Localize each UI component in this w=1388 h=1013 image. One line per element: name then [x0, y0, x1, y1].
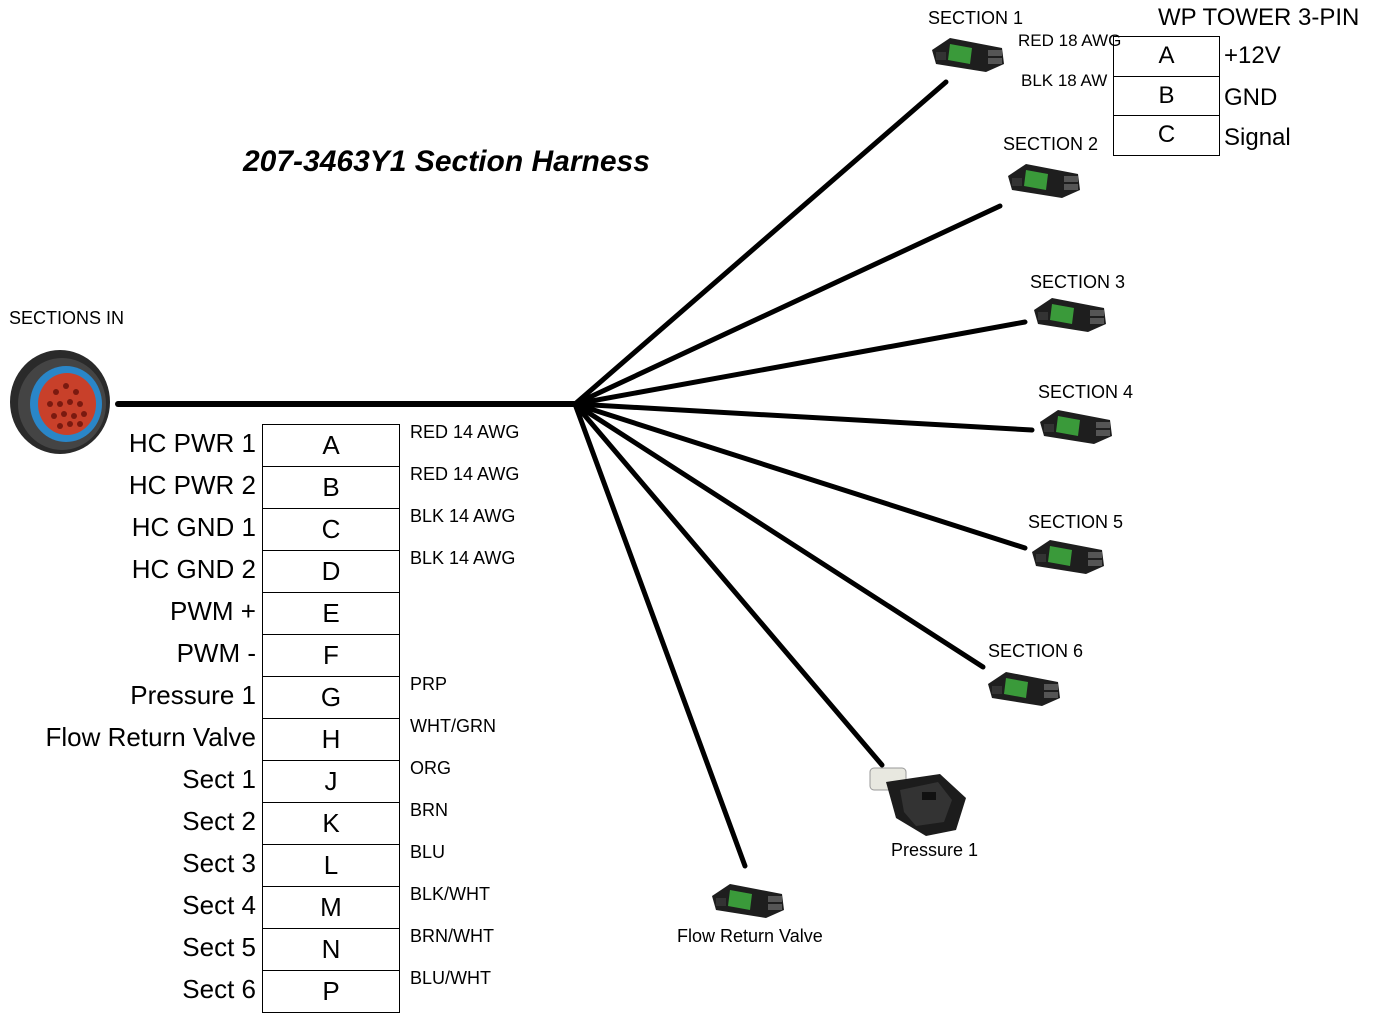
pin-letter-cell: A: [263, 425, 399, 467]
pin-function-label: PWM +: [170, 596, 256, 626]
diagram-title: 207-3463Y1 Section Harness: [243, 145, 650, 178]
wp-tower-title: WP TOWER 3-PIN: [1158, 4, 1360, 31]
pin-letter-cell: H: [263, 719, 399, 761]
wire-color-label: BLK 14 AWG: [410, 506, 516, 526]
pin-function-label: Sect 5: [182, 932, 256, 962]
branch-wire-flow-return-valve: [572, 401, 748, 869]
main-connector-label: SECTIONS IN: [9, 308, 125, 328]
pin-function-label: Sect 3: [182, 848, 256, 878]
section-1-connector-icon: [932, 38, 1004, 72]
pin-function-label: Pressure 1: [130, 680, 256, 710]
wire-color-label: RED 14 AWG: [410, 422, 520, 442]
pin-function-label: HC PWR 1: [128, 428, 256, 458]
pin-function-label: Sect 6: [182, 974, 256, 1004]
pin-function-label: HC PWR 2: [128, 470, 256, 500]
wire-color-label: ORG: [410, 758, 452, 778]
section-2-label: SECTION 2: [1003, 134, 1099, 154]
wire-color-label: BLK/WHT: [410, 884, 491, 904]
wire-color-label: BLU: [410, 842, 446, 862]
wire-color-label: BRN: [410, 800, 449, 820]
section-5-connector-icon: [1032, 540, 1104, 574]
section-6-connector-icon: [988, 672, 1060, 706]
section-1-label: SECTION 1: [928, 8, 1024, 28]
pin-letter-cell: L: [263, 845, 399, 887]
wire-color-label: BRN/WHT: [410, 926, 494, 946]
pressure-1-connector-icon: [869, 767, 966, 836]
pin-letter-cell: P: [263, 971, 399, 1013]
section-5-label: SECTION 5: [1028, 512, 1124, 532]
section-6-label: SECTION 6: [988, 641, 1084, 661]
branch-wire-section-3: [572, 319, 1028, 407]
branch-wires: [572, 79, 1035, 869]
section-2-connector-icon: [1008, 164, 1080, 198]
branch-wire-section-4: [572, 401, 1035, 433]
wp-tower-pin: C: [1114, 116, 1219, 156]
pin-letter-cell: J: [263, 761, 399, 803]
wp-tower-pin: A: [1114, 37, 1219, 77]
wp-tower-pin-table: A B C: [1113, 36, 1220, 156]
wire-color-label: RED 14 AWG: [410, 464, 520, 484]
pin-letter-cell: N: [263, 929, 399, 971]
wp-tower-function: Signal: [1224, 124, 1291, 151]
pin-function-label: Sect 4: [182, 890, 256, 920]
section-1-red-wire-label: RED 18 AWG: [1018, 31, 1122, 50]
flow-return-valve-label: Flow Return Valve: [677, 926, 823, 946]
wp-tower-function: +12V: [1224, 42, 1281, 69]
pin-function-label: Sect 1: [182, 764, 256, 794]
pin-function-label: HC GND 1: [131, 512, 256, 542]
flow-return-valve-connector-icon: [712, 884, 784, 918]
pin-letter-cell: K: [263, 803, 399, 845]
wire-color-label: PRP: [410, 674, 448, 694]
pin-letter-cell: D: [263, 551, 399, 593]
pin-letter-cell: M: [263, 887, 399, 929]
section-4-connector-icon: [1040, 410, 1112, 444]
branch-wire-section-2: [572, 203, 1003, 407]
branch-wire-section-1: [572, 79, 949, 407]
section-1-blk-wire-label: BLK 18 AW: [1021, 71, 1108, 90]
section-3-connector-icon: [1034, 298, 1106, 332]
pin-letter-cell: E: [263, 593, 399, 635]
pressure-1-label: Pressure 1: [891, 840, 979, 860]
wire-color-label: WHT/GRN: [410, 716, 496, 736]
pin-function-label: HC GND 2: [131, 554, 256, 584]
pin-function-label: Sect 2: [182, 806, 256, 836]
branch-wire-section-5: [572, 401, 1028, 551]
section-4-label: SECTION 4: [1038, 382, 1134, 402]
pin-letter-cell: B: [263, 467, 399, 509]
pin-letter-cell: F: [263, 635, 399, 677]
wire-color-label: BLU/WHT: [410, 968, 491, 988]
pin-function-label: Flow Return Valve: [45, 722, 257, 752]
main-connector-icon: [10, 350, 110, 454]
pin-letter-cell: G: [263, 677, 399, 719]
branch-wire-pressure-1: [572, 401, 885, 768]
wire-color-label: BLK 14 AWG: [410, 548, 516, 568]
pin-function-label: PWM -: [176, 638, 256, 668]
wp-tower-function: GND: [1224, 84, 1278, 111]
branch-wire-section-6: [572, 401, 986, 670]
section-3-label: SECTION 3: [1030, 272, 1126, 292]
wp-tower-pin: B: [1114, 77, 1219, 116]
pin-letter-cell: C: [263, 509, 399, 551]
